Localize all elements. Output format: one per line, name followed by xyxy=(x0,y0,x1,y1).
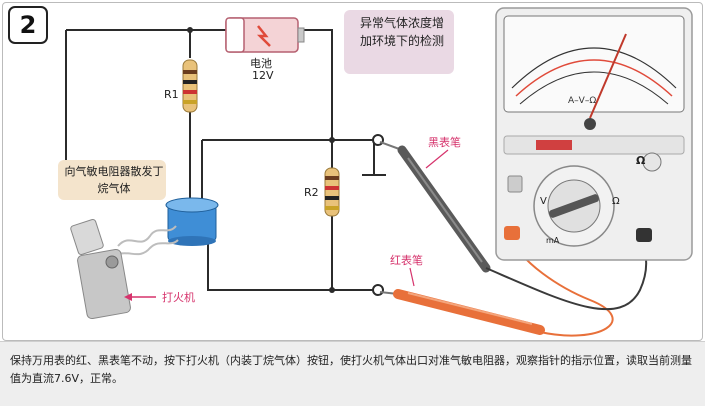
knob-v-label: V xyxy=(540,196,547,207)
meter-ohm-symbol: Ω xyxy=(636,154,646,167)
red-probe-label: 红表笔 xyxy=(390,254,423,267)
battery-name-label: 电池 xyxy=(250,57,272,70)
lighter-label: 打火机 xyxy=(162,291,195,304)
circuit-wires xyxy=(65,29,386,291)
meter-scale-mid-label: A–V–Ω xyxy=(568,96,597,106)
gas-sensor xyxy=(165,197,219,246)
black-probe-label: 黑表笔 xyxy=(428,136,461,149)
caption-bar xyxy=(0,341,705,406)
callout-box xyxy=(58,160,166,200)
meter-needle xyxy=(589,33,627,119)
callout-text: 向气敏电阻器散发丁烷气体 xyxy=(64,165,164,195)
note-box xyxy=(344,10,454,74)
caption-text: 保持万用表的红、黑表笔不动，按下打火机（内装丁烷气体）按钮，使打火机气体出口对准… xyxy=(10,354,692,385)
resistor-r2 xyxy=(324,167,340,217)
knob-ohm-label: Ω xyxy=(612,196,620,207)
lighter-pointer-head xyxy=(124,293,132,301)
black-probe-pointer xyxy=(425,149,449,169)
black-probe xyxy=(379,141,491,273)
wire-junctions xyxy=(187,27,335,293)
gas-wisps xyxy=(111,225,179,259)
knob-ma-label: mA xyxy=(546,236,560,245)
terminal-red xyxy=(372,284,384,296)
r2-label: R2 xyxy=(304,186,319,199)
red-probe-pointer xyxy=(409,267,415,287)
step-number-badge: 2 xyxy=(8,6,48,44)
battery xyxy=(225,17,305,53)
red-lead xyxy=(511,237,614,337)
lighter xyxy=(70,218,131,320)
r1-label: R1 xyxy=(164,88,179,101)
resistor-r1 xyxy=(182,59,198,113)
battery-voltage-label: 12V xyxy=(252,69,274,82)
multimeter xyxy=(495,7,693,261)
note-text: 异常气体浓度增加环境下的检测 xyxy=(360,16,445,48)
red-probe xyxy=(379,289,545,335)
